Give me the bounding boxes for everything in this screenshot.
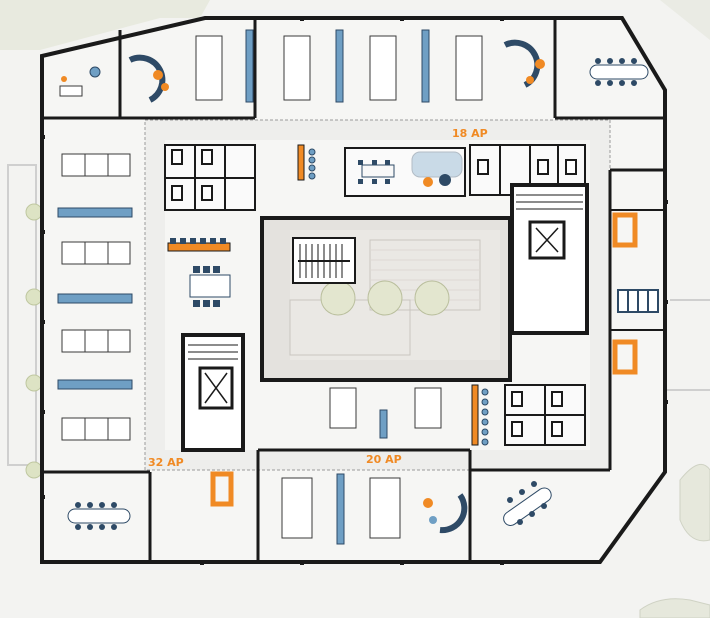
core-east (510, 183, 589, 335)
wc-block-south-east (504, 384, 586, 446)
lounge-north (344, 147, 466, 197)
east-rooms (610, 209, 665, 331)
workstations-south (281, 387, 442, 545)
meeting-table-north-east (589, 58, 649, 86)
zone-label-west: 32 AP (148, 456, 184, 469)
interior-walls (42, 18, 665, 562)
meeting-table-south-west (67, 502, 131, 530)
lounge-pod-north-west (59, 54, 169, 103)
zone-label-north: 18 AP (452, 127, 488, 140)
zone-label-south: 20 AP (366, 453, 402, 466)
facade-mullions (40, 16, 668, 565)
east-accent-2 (612, 339, 638, 375)
core-west (181, 333, 245, 452)
east-accent-1 (612, 212, 638, 248)
bench-south-seats (481, 388, 489, 446)
meeting-table-south-east (503, 481, 552, 526)
atrium-tree (320, 280, 356, 316)
workstations-west (57, 153, 133, 441)
bench-south (471, 384, 479, 446)
meeting-zone-west (167, 238, 231, 307)
atrium-tree (414, 280, 450, 316)
atrium-tree (367, 280, 403, 316)
wc-block-north-west (164, 144, 256, 211)
atrium (260, 216, 512, 382)
south-accent (210, 471, 234, 507)
workstations-north (195, 29, 483, 103)
kitchen-stools (308, 148, 316, 180)
lounge-pod-south (423, 493, 468, 534)
kitchen-counter (297, 144, 305, 181)
lounge-pod-north-east (503, 39, 545, 88)
